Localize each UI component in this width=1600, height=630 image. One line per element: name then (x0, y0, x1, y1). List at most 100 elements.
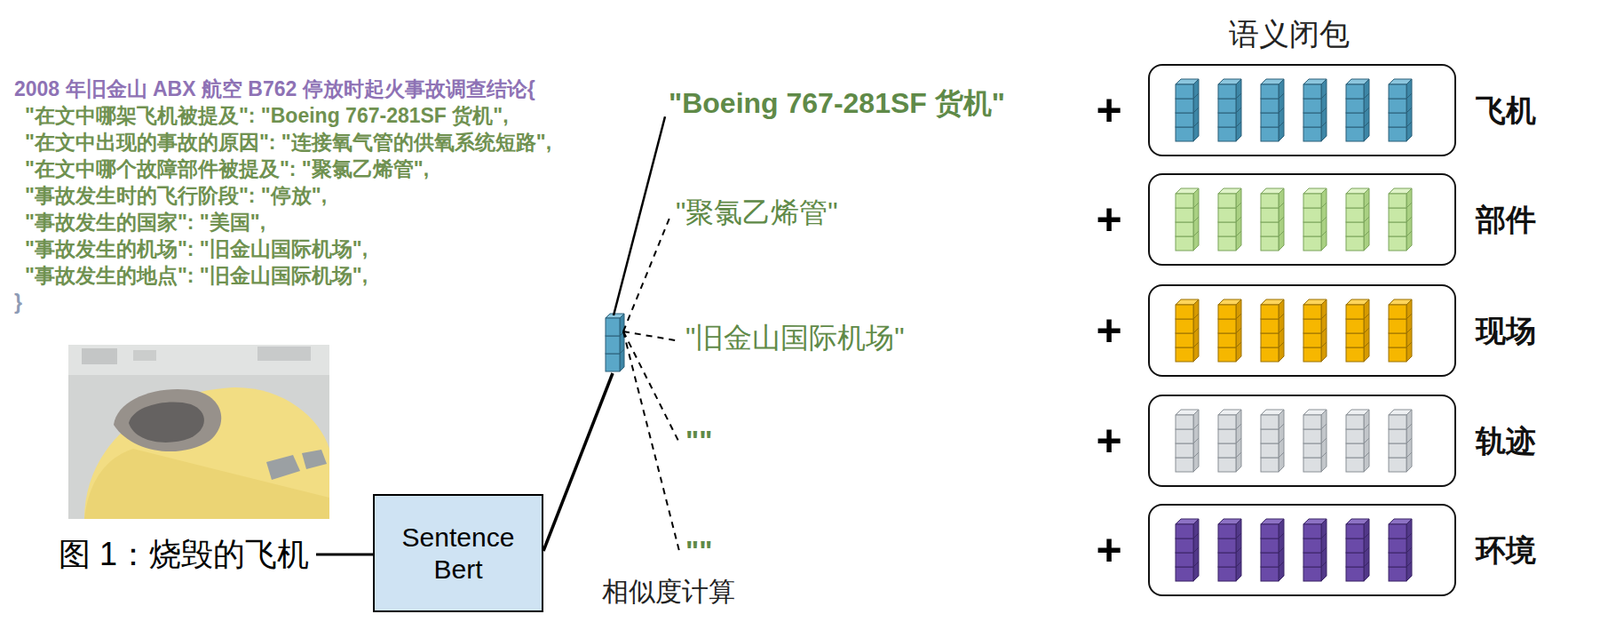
cube-front (1388, 318, 1407, 333)
cube-front (1388, 332, 1407, 348)
cube-front (605, 317, 620, 336)
record-field: "事故发生的地点": "旧金山国际机场", (24, 263, 368, 289)
plus-sign: + (1095, 83, 1122, 137)
cube-front (1346, 112, 1364, 127)
cube-front (1388, 221, 1407, 237)
record-field: "事故发生的机场": "旧金山国际机场", (24, 237, 368, 262)
cube-front (1346, 207, 1364, 222)
cube-side (1278, 409, 1284, 429)
closure-name: 飞机 (1475, 92, 1537, 129)
cube-front (1175, 126, 1194, 142)
cube-front (1303, 347, 1322, 362)
cube-front (1303, 523, 1322, 539)
cube-front (1218, 347, 1236, 362)
cube-front (1346, 221, 1364, 237)
cube-front (1218, 318, 1236, 333)
cube-side (1363, 188, 1370, 208)
cube-front (1388, 84, 1407, 99)
cube-front (1388, 457, 1407, 472)
record-field: "事故发生时的飞行阶段": "停放", (24, 183, 327, 209)
cube-front (1175, 112, 1194, 127)
cube-front (1303, 193, 1322, 208)
cube-front (1260, 443, 1279, 458)
cube-front (1346, 84, 1364, 99)
closure-name: 轨迹 (1475, 422, 1537, 460)
cube-side (1278, 518, 1284, 539)
cube-front (1175, 428, 1194, 444)
cube-front (1388, 236, 1407, 251)
cube-side (1278, 299, 1284, 319)
cube-front (1388, 552, 1407, 567)
cube-front (1218, 566, 1236, 581)
cube-side (1363, 79, 1370, 99)
cube-front (1218, 236, 1236, 251)
cube-front (1303, 566, 1322, 581)
cube-front (1303, 414, 1322, 429)
similarity-line (623, 215, 671, 332)
cube-front (1218, 304, 1236, 319)
cube-front (1175, 552, 1194, 567)
cube-front (1175, 193, 1194, 208)
cube-front (1218, 457, 1236, 472)
cube-side (1406, 299, 1412, 319)
cube-front (1260, 318, 1279, 333)
cube-front (1175, 221, 1194, 237)
cube-front (1260, 236, 1279, 251)
cube-front (1175, 457, 1194, 472)
match-line (613, 116, 666, 316)
cube-side (1235, 409, 1242, 429)
cube-front (1175, 347, 1194, 362)
cube-front (1175, 566, 1194, 581)
cube-front (1260, 112, 1279, 127)
cube-front (1388, 566, 1407, 581)
cube-side (1235, 299, 1242, 319)
record-field: "在文中出现的事故的原因": "连接氧气管的供氧系统短路", (24, 130, 552, 156)
cube-front (1175, 84, 1194, 99)
cube-front (1303, 538, 1322, 553)
cube-front (1175, 318, 1194, 333)
cube-front (1218, 112, 1236, 127)
cube-front (1260, 523, 1279, 539)
cube-front (1260, 126, 1279, 142)
plus-sign: + (1095, 522, 1122, 577)
candidate-text: "Boeing 767-281SF 货机" (668, 86, 1006, 120)
cube-side (1406, 518, 1412, 539)
cube-front (1260, 304, 1279, 319)
cube-side (1193, 518, 1199, 539)
cube-front (1260, 98, 1279, 113)
cube-front (1175, 523, 1194, 539)
cube-front (1260, 347, 1279, 362)
cube-front (1260, 221, 1279, 237)
cube-front (1346, 193, 1364, 208)
figure-caption: 图 1：烧毁的飞机 (58, 534, 309, 573)
closure-box: 飞机 (1148, 63, 1457, 157)
cube-side (1278, 79, 1284, 99)
closure-box: 环境 (1148, 503, 1457, 596)
cube-front (1346, 126, 1364, 142)
cube-front (1346, 347, 1364, 362)
cube-side (1235, 518, 1242, 539)
cube-front (1388, 428, 1407, 444)
cube-side (1321, 518, 1327, 539)
closure-name: 部件 (1475, 201, 1537, 238)
cube-front (1260, 457, 1279, 472)
cube-side (1193, 188, 1199, 208)
cube-front (1346, 538, 1364, 553)
cube-front (1175, 236, 1194, 251)
candidate-text: "" (685, 423, 713, 458)
cube-front (1218, 98, 1236, 113)
cube-front (1388, 347, 1407, 362)
cube-front (1346, 332, 1364, 348)
similarity-line (623, 331, 681, 444)
cube-front (1260, 552, 1279, 567)
cube-side (1193, 79, 1199, 99)
closure-box: 轨迹 (1148, 394, 1457, 487)
cube-front (1303, 84, 1322, 99)
cube-front (1346, 443, 1364, 458)
photo-ground (68, 344, 330, 519)
closure-box: 部件 (1148, 173, 1457, 266)
candidate-text: "旧金山国际机场" (685, 320, 905, 355)
cube-front (1260, 332, 1279, 348)
cube-front (1303, 236, 1322, 251)
cube-front (1388, 443, 1407, 458)
